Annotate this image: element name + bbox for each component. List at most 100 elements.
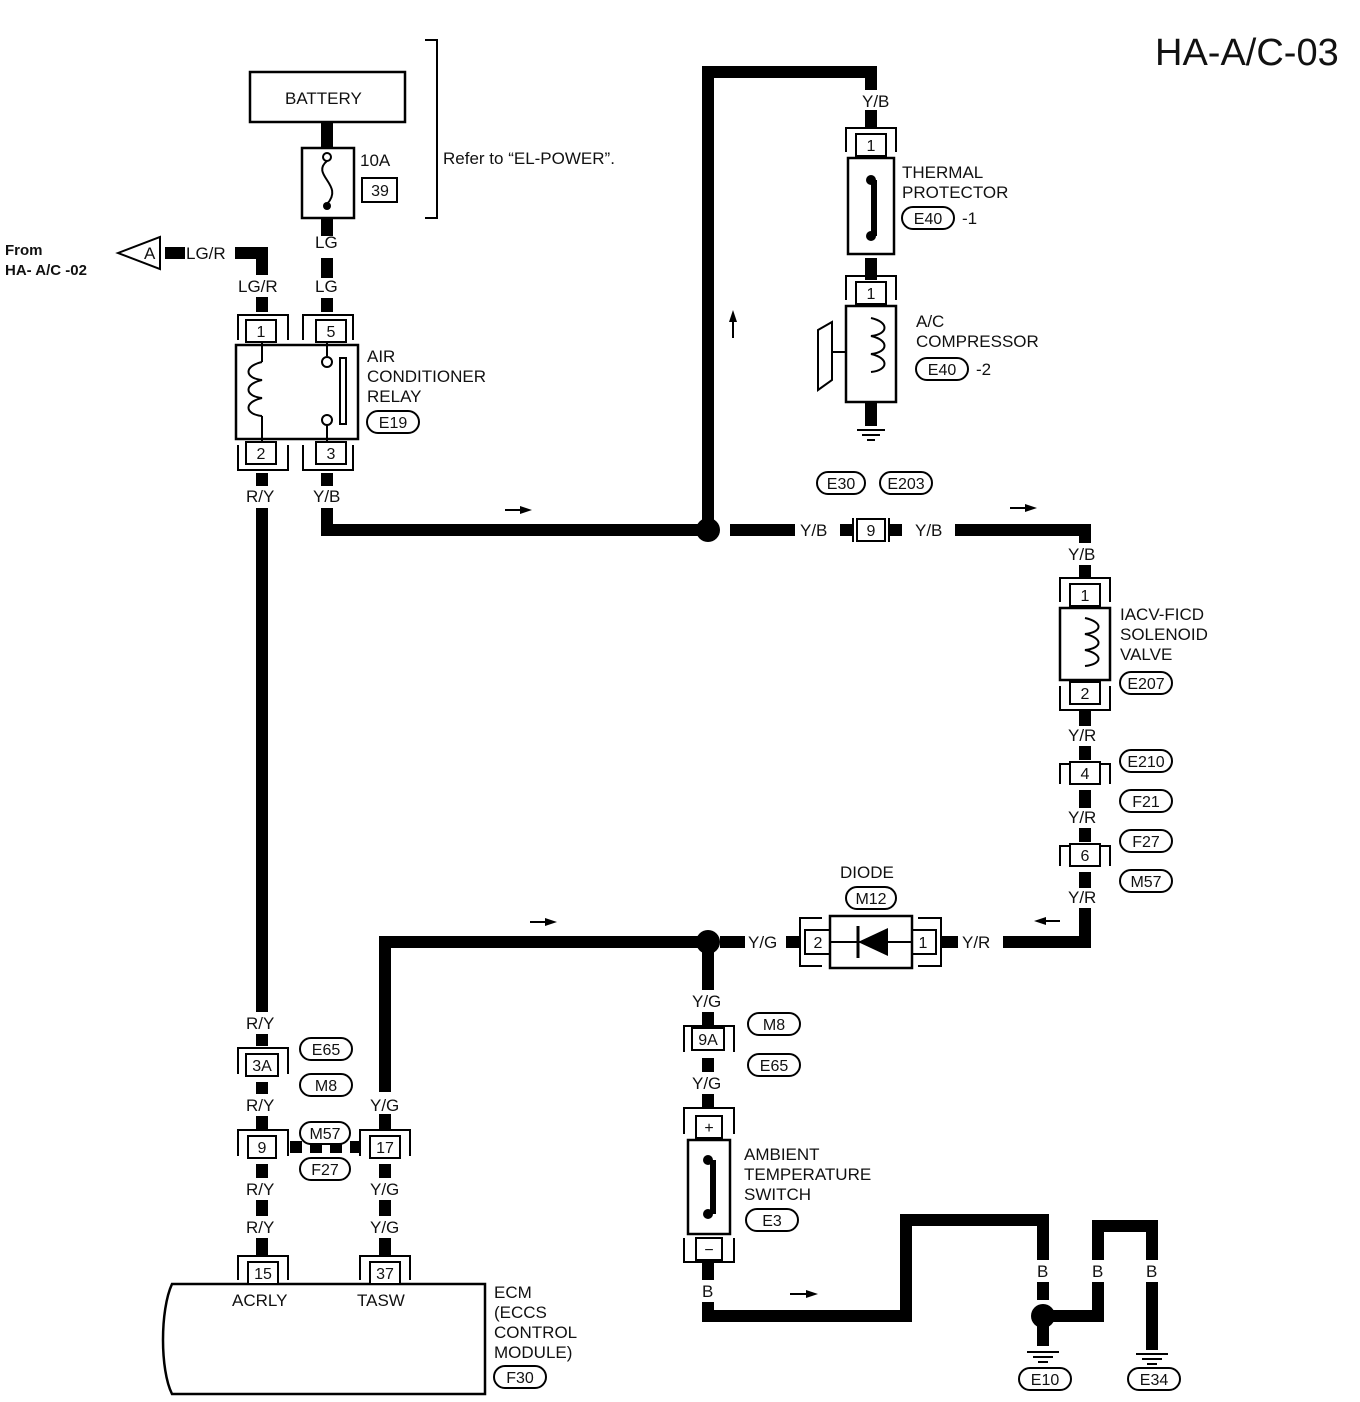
joint6-connector-2: M57 (1130, 874, 1161, 891)
refer-bracket (425, 39, 438, 219)
wire-label-yg: Y/G (370, 1096, 399, 1115)
ac-compressor (817, 275, 898, 441)
iacv-connector: E207 (1127, 676, 1164, 693)
diode-pin-1: 1 (919, 935, 928, 952)
joint4-pin: 4 (1081, 766, 1090, 783)
battery-box (248, 70, 407, 124)
wire-label-ry: R/Y (246, 1096, 274, 1115)
thermal-name-line2: PROTECTOR (902, 183, 1008, 202)
joint9a-pin: 9A (698, 1032, 718, 1049)
wire-label-b: B (702, 1282, 713, 1301)
wire-label-lgr: LG/R (186, 244, 226, 263)
relay-name-line2: CONDITIONER (367, 367, 486, 386)
wire-label-ry: R/Y (246, 1180, 274, 1199)
joint6-connector-1: F27 (1132, 834, 1160, 851)
junction-dot (1031, 1304, 1055, 1328)
ecm-pin-15: 15 (254, 1266, 272, 1283)
junction9-pin: 9 (867, 523, 876, 540)
wire-label-lgr: LG/R (238, 277, 278, 296)
connector-a-letter: A (144, 244, 156, 263)
fuse (300, 146, 356, 220)
iacv-solenoid-valve (1058, 577, 1112, 711)
compressor-connector: E40 (928, 362, 957, 379)
diode (799, 914, 942, 970)
compressor-pin: 1 (867, 286, 876, 303)
battery-label: BATTERY (285, 89, 362, 108)
refer-note: Refer to “EL-POWER”. (443, 149, 615, 168)
ecm-name-line2: (ECCS (494, 1303, 547, 1322)
wire-label-b: B (1146, 1262, 1157, 1281)
joint917-connector-1: M57 (309, 1126, 340, 1143)
junction9-connector-1: E30 (827, 476, 856, 493)
flow-arrows (505, 310, 1060, 1298)
ecm-module (161, 1255, 487, 1396)
joint4-connector-2: F21 (1132, 794, 1160, 811)
wire-label-b: B (1092, 1262, 1103, 1281)
wire-label-lg: LG (315, 277, 338, 296)
switch-name-line2: TEMPERATURE (744, 1165, 871, 1184)
wire-label-yg: Y/G (370, 1180, 399, 1199)
wire-label-yr: Y/R (1068, 808, 1096, 827)
from-label-line1: From (5, 242, 43, 259)
wire-label-yg: Y/G (748, 933, 777, 952)
joint9-pin: 9 (258, 1140, 267, 1157)
wire-label-yg: Y/G (370, 1218, 399, 1237)
relay-pin-1: 1 (257, 324, 266, 341)
wire-label-yr: Y/R (1068, 726, 1096, 745)
ecm-pin-37: 37 (376, 1266, 394, 1283)
wire-label-b: B (1037, 1262, 1048, 1281)
joint4-connector-1: E210 (1127, 754, 1164, 771)
joint6-pin: 6 (1081, 848, 1090, 865)
junction-dot (696, 518, 720, 542)
ecm-name-line1: ECM (494, 1283, 532, 1302)
relay-name-line1: AIR (367, 347, 395, 366)
iacv-name-line1: IACV-FICD (1120, 605, 1204, 624)
switch-name-line3: SWITCH (744, 1185, 811, 1204)
thermal-connector: E40 (914, 211, 943, 228)
wire-label-yg: Y/G (692, 992, 721, 1011)
wire-label-yg: Y/G (692, 1074, 721, 1093)
wire-label-ry: R/Y (246, 1218, 274, 1237)
wire-label-ry: R/Y (246, 487, 274, 506)
switch-plus: + (704, 1120, 713, 1137)
ground-symbol-icon (1027, 1351, 1059, 1363)
joint9a-connector-1: M8 (763, 1017, 785, 1034)
fuse-number: 39 (371, 183, 389, 200)
wire-label-yb: Y/B (800, 521, 827, 540)
ground-connector-2: E34 (1140, 1372, 1169, 1389)
diode-connector: M12 (855, 891, 886, 908)
relay-name-line3: RELAY (367, 387, 422, 406)
air-conditioner-relay (234, 314, 360, 471)
wire-label-yb: Y/B (313, 487, 340, 506)
wire-label-yb: Y/B (1068, 545, 1095, 564)
wire-label-yr: Y/R (962, 933, 990, 952)
from-label-line2: HA- A/C -02 (5, 262, 87, 279)
relay-pin-5: 5 (327, 324, 336, 341)
wire-label-yb: Y/B (862, 92, 889, 111)
ground-symbol-icon (1136, 1353, 1168, 1365)
ambient-temperature-switch (683, 1107, 735, 1263)
joint9a-connector-2: E65 (760, 1058, 789, 1075)
thermal-protector (845, 127, 897, 256)
switch-connector: E3 (762, 1213, 782, 1230)
compressor-name-line1: A/C (916, 312, 944, 331)
wire-label-lg: LG (315, 233, 338, 252)
thermal-name-line1: THERMAL (902, 163, 983, 182)
relay-pin-2: 2 (257, 446, 266, 463)
joint17-pin: 17 (376, 1140, 394, 1157)
ecm-terminal-acrly: ACRLY (232, 1291, 287, 1310)
iacv-name-line3: VALVE (1120, 645, 1172, 664)
relay-connector: E19 (379, 415, 408, 432)
diode-label: DIODE (840, 863, 894, 882)
iacv-name-line2: SOLENOID (1120, 625, 1208, 644)
wire-label-ry: R/Y (246, 1014, 274, 1033)
switch-minus: − (704, 1242, 713, 1259)
page-title: HA-A/C-03 (1155, 32, 1339, 74)
fuse-rating: 10A (360, 151, 391, 170)
joint3a-connector-1: E65 (312, 1042, 341, 1059)
joint3a-pin: 3A (252, 1058, 272, 1075)
ecm-connector: F30 (506, 1370, 534, 1387)
joint3a-connector-2: M8 (315, 1078, 337, 1095)
ecm-name-line3: CONTROL (494, 1323, 577, 1342)
